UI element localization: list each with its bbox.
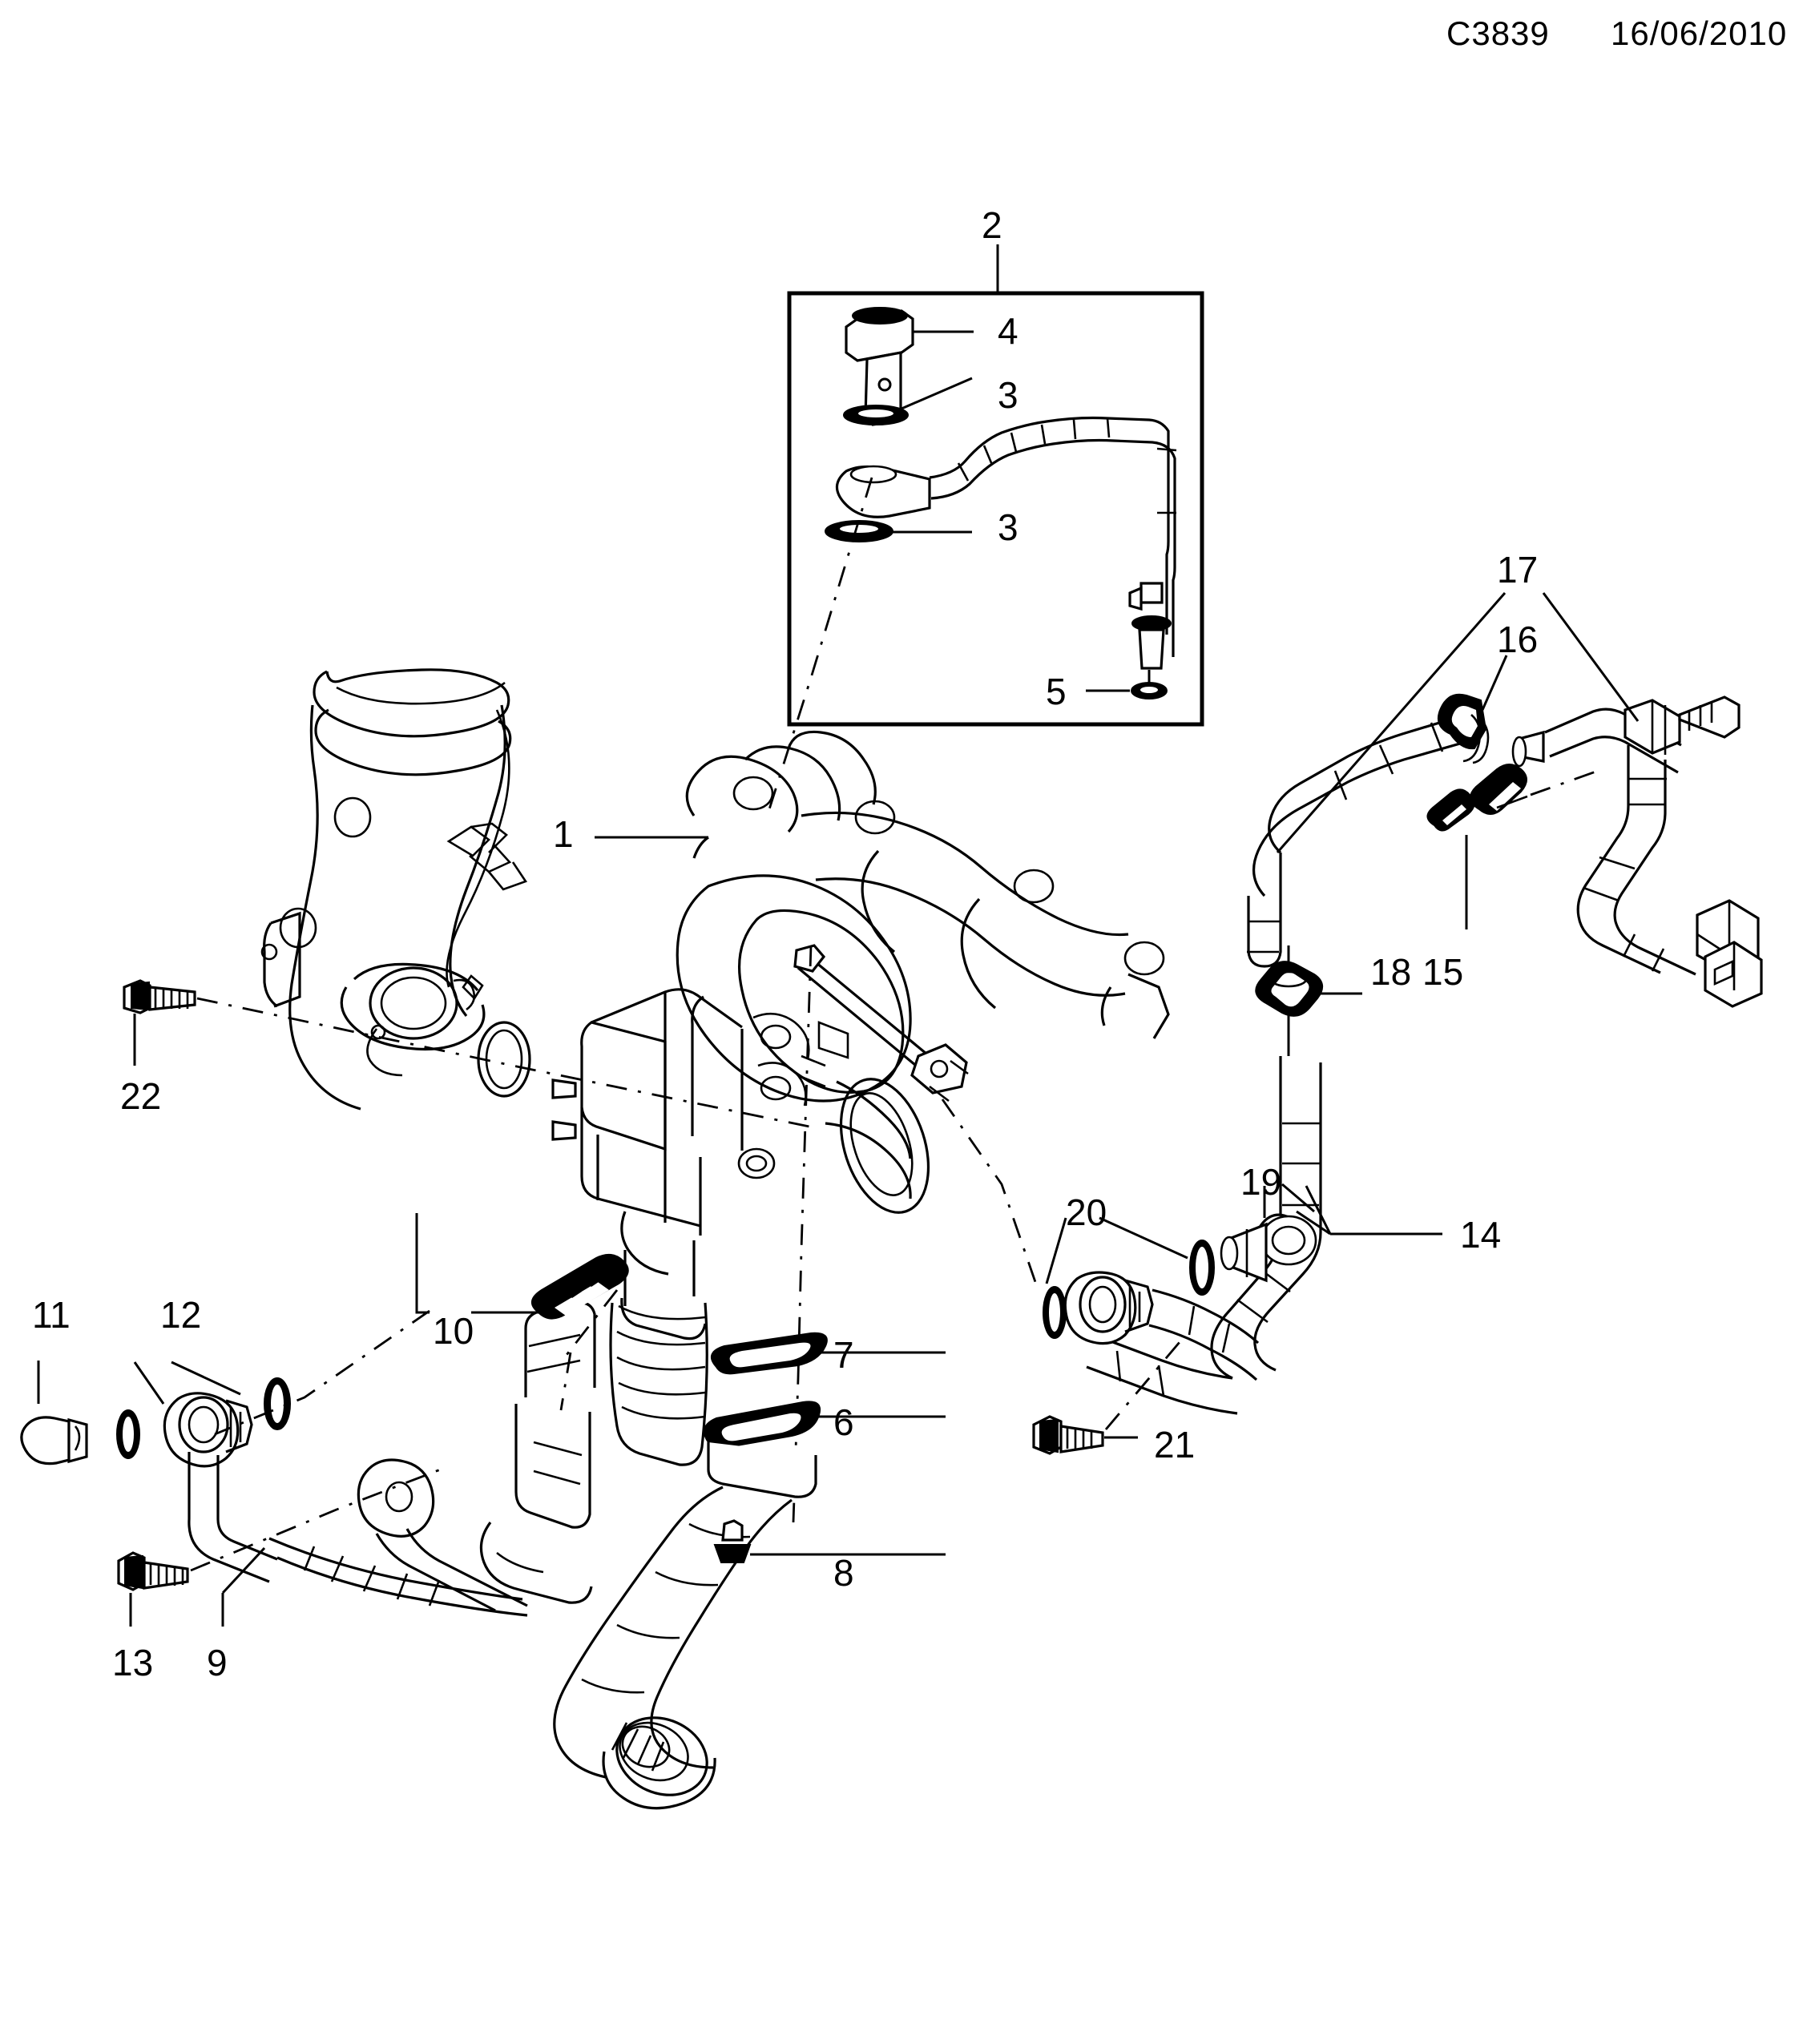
intake-duct-part <box>260 668 528 1111</box>
callout-bracket-bolt: 21 <box>1154 1424 1196 1465</box>
callout-coolant-pipe-flange: 6 <box>833 1401 854 1443</box>
callout-hose-clip: 15 <box>1422 951 1464 993</box>
callout-hose-clamp: 16 <box>1497 619 1539 660</box>
drawing-date: 16/06/2010 <box>1611 14 1788 52</box>
seal-ring-part <box>1086 670 1168 699</box>
callout-oil-return-pipe: 9 <box>207 1642 228 1683</box>
callout-gasket-lower: 3 <box>998 506 1018 548</box>
callout-pipe-bolt: 13 <box>112 1642 154 1683</box>
callout-coolant-hose-assembly: 17 <box>1497 549 1539 591</box>
drawing-code: C3839 <box>1446 14 1550 52</box>
callout-banjo-bolt: 4 <box>998 310 1018 352</box>
callout-turbocharger-assembly: 1 <box>553 813 574 855</box>
coolant-return-pipe-part <box>1032 1056 1442 1455</box>
callout-sealing-washer-pair: 20 <box>1066 1191 1107 1233</box>
callout-banjo-fitting: 19 <box>1240 1161 1282 1203</box>
callout-plug: 11 <box>32 1294 71 1336</box>
intake-duct-bolt-part <box>123 979 810 1128</box>
flange-bolt-part <box>713 1519 946 1563</box>
oil-return-pipe-part <box>20 1213 629 1627</box>
oil-feed-pipe-part <box>835 416 1177 670</box>
callout-hose-retainer-clip: 18 <box>1370 951 1412 993</box>
callout-flange-bolt: 8 <box>833 1552 854 1594</box>
turbocharger-assembly-part <box>551 730 1170 1466</box>
gasket-lower-part <box>825 520 972 542</box>
coolant-pipe-flange-part <box>553 1401 946 1810</box>
callout-seal-ring: 5 <box>1046 671 1067 712</box>
gasket-upper-part <box>843 377 973 425</box>
callout-oil-feed-pipe-assembly-inset: 2 <box>982 204 1002 246</box>
callout-flange-gasket: 7 <box>833 1334 854 1376</box>
callout-retaining-clip: 10 <box>433 1310 474 1352</box>
callout-intake-duct-bolt: 22 <box>120 1075 162 1117</box>
callout-gasket-upper: 3 <box>998 374 1018 416</box>
callout-coolant-return-pipe: 14 <box>1460 1214 1502 1256</box>
coolant-hose-assembly-part <box>1247 592 1763 1056</box>
inset-box-group <box>787 244 1204 727</box>
callout-sealing-washer: 12 <box>160 1294 202 1336</box>
